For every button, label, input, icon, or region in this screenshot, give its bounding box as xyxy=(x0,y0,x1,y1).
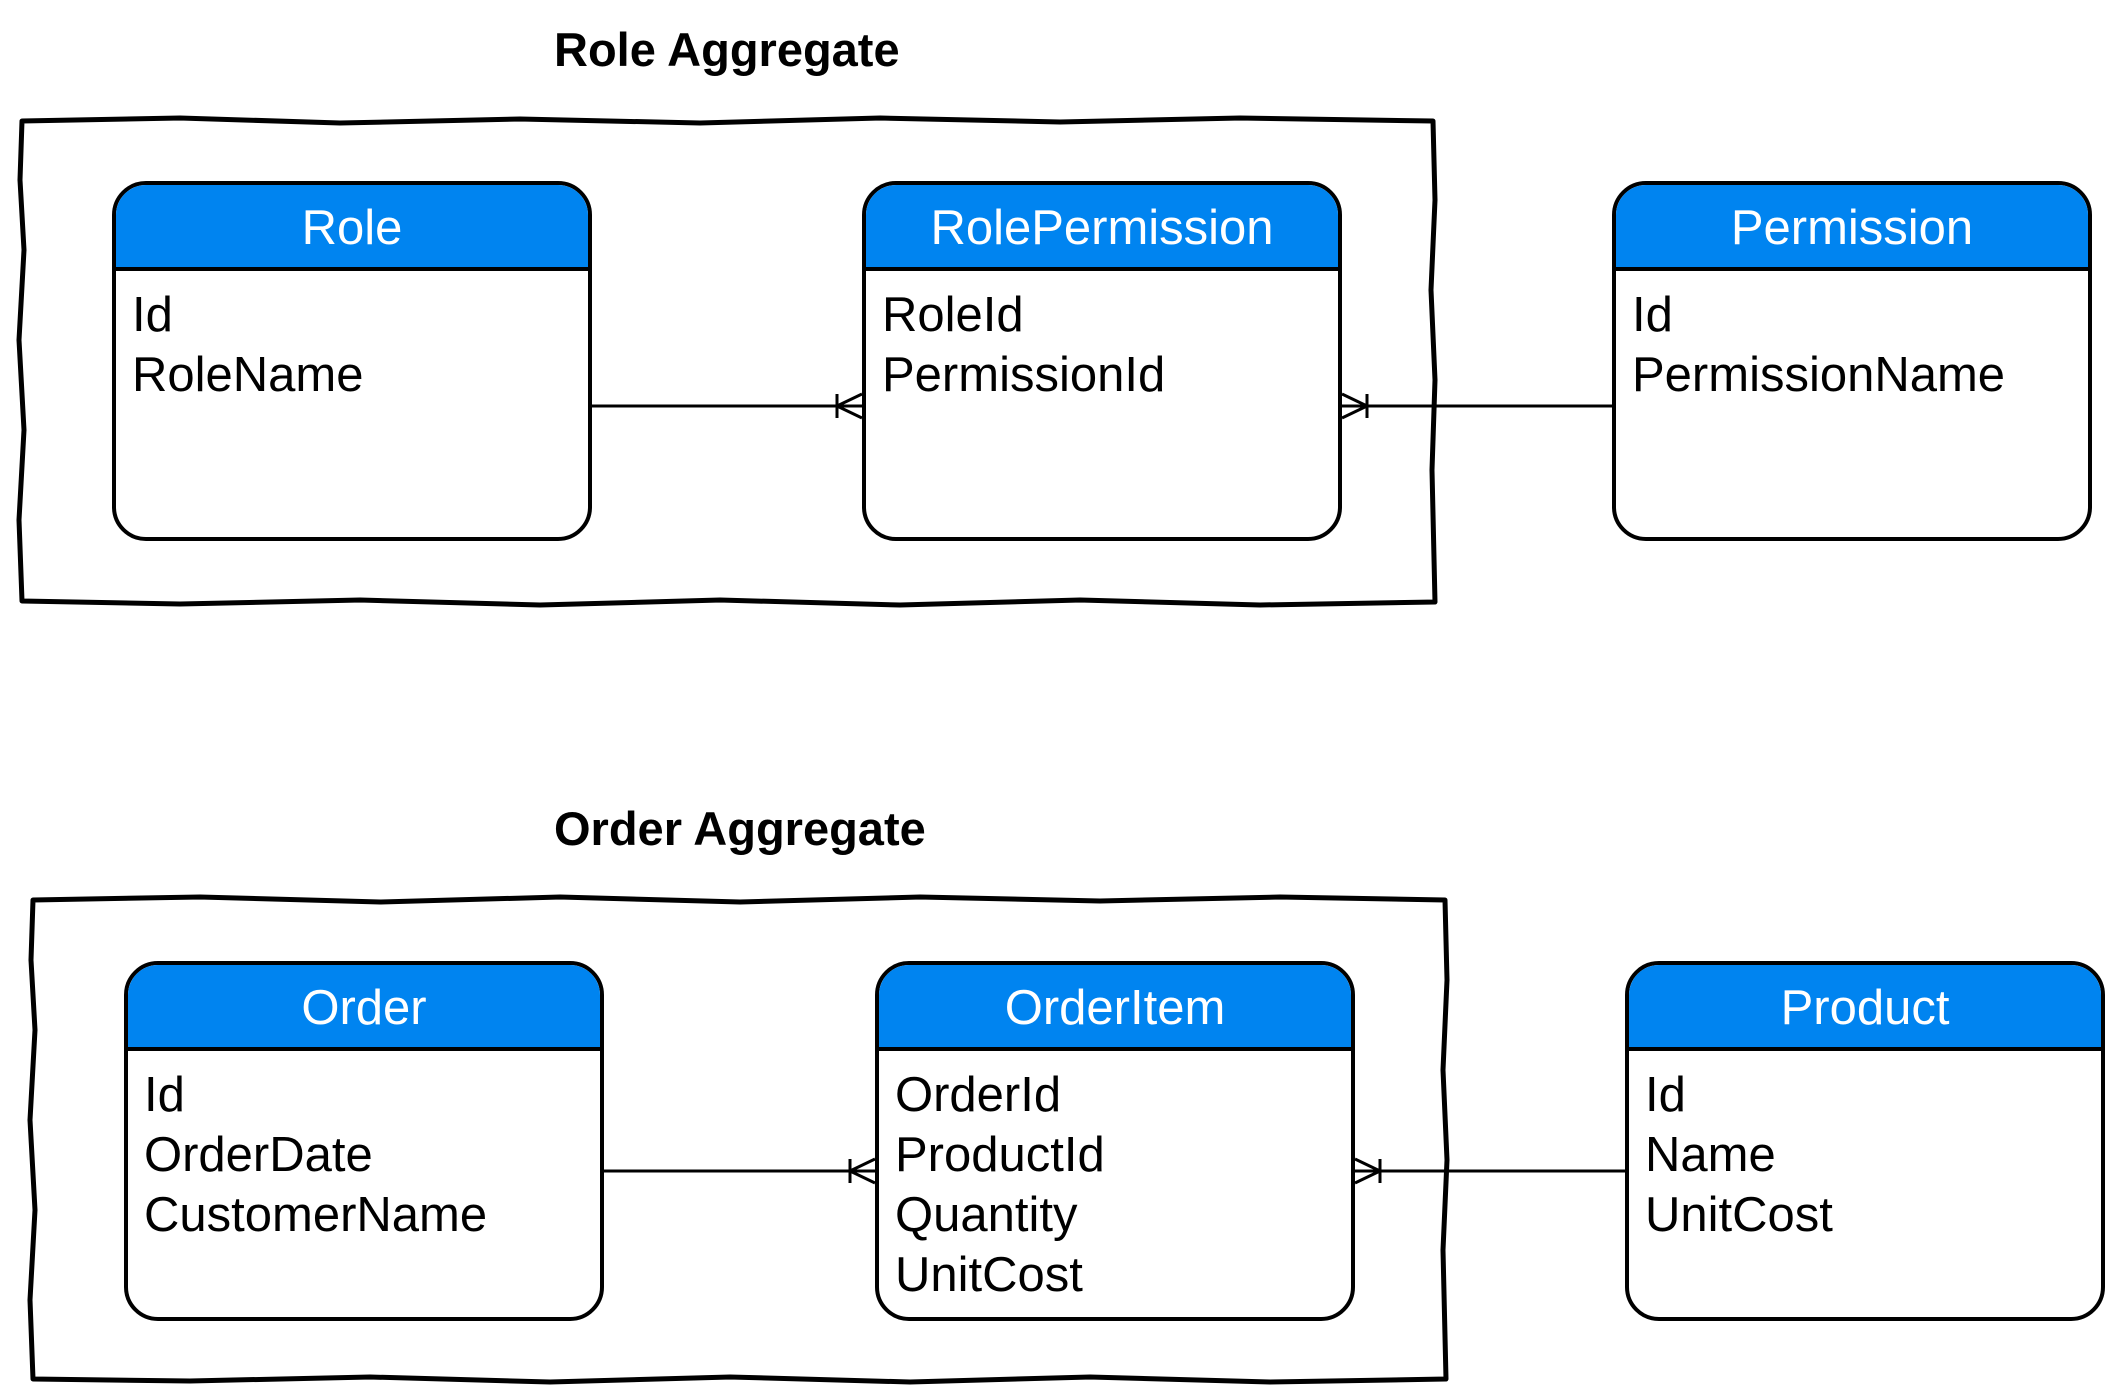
entity-field-list: RoleId PermissionId xyxy=(866,271,1338,405)
entity-header: OrderItem xyxy=(879,965,1351,1051)
entity-order[interactable]: Order Id OrderDate CustomerName xyxy=(124,961,604,1321)
entity-header: Permission xyxy=(1616,185,2088,271)
entity-field: RoleName xyxy=(132,348,364,402)
entity-role[interactable]: Role Id RoleName xyxy=(112,181,592,541)
entity-role-permission[interactable]: RolePermission RoleId PermissionId xyxy=(862,181,1342,541)
entity-header: Order xyxy=(128,965,600,1051)
entity-header: RolePermission xyxy=(866,185,1338,271)
entity-permission[interactable]: Permission Id PermissionName xyxy=(1612,181,2092,541)
entity-field: ProductId xyxy=(895,1128,1105,1182)
entity-product[interactable]: Product Id Name UnitCost xyxy=(1625,961,2105,1321)
entity-field: Id xyxy=(144,1068,185,1122)
crows-foot-icon xyxy=(835,392,863,420)
order-aggregate-title: Order Aggregate xyxy=(554,802,926,855)
entity-field: PermissionName xyxy=(1632,348,2006,402)
entity-field: UnitCost xyxy=(895,1248,1083,1302)
entity-field: Quantity xyxy=(895,1188,1078,1242)
entity-field: Name xyxy=(1645,1128,1776,1182)
entity-field-list: Id PermissionName xyxy=(1616,271,2088,405)
crows-foot-icon xyxy=(1354,1157,1382,1185)
entity-field: PermissionId xyxy=(882,348,1166,402)
entity-field-list: Id Name UnitCost xyxy=(1629,1051,2101,1245)
entity-field-list: OrderId ProductId Quantity UnitCost xyxy=(879,1051,1351,1305)
entity-field: OrderId xyxy=(895,1068,1062,1122)
order-aggregate-boundary xyxy=(27,894,1450,1385)
entity-field: RoleId xyxy=(882,288,1024,342)
role-aggregate-boundary xyxy=(16,115,1438,608)
entity-field: Id xyxy=(1645,1068,1686,1122)
entity-header: Product xyxy=(1629,965,2101,1051)
entity-field: OrderDate xyxy=(144,1128,373,1182)
entity-field: Id xyxy=(1632,288,1673,342)
crows-foot-icon xyxy=(1341,392,1369,420)
entity-field: Id xyxy=(132,288,173,342)
entity-header: Role xyxy=(116,185,588,271)
entity-field-list: Id RoleName xyxy=(116,271,588,405)
entity-field: CustomerName xyxy=(144,1188,488,1242)
entity-order-item[interactable]: OrderItem OrderId ProductId Quantity Uni… xyxy=(875,961,1355,1321)
entity-field: UnitCost xyxy=(1645,1188,1833,1242)
crows-foot-icon xyxy=(848,1157,876,1185)
entity-field-list: Id OrderDate CustomerName xyxy=(128,1051,600,1245)
role-aggregate-title: Role Aggregate xyxy=(554,23,900,76)
